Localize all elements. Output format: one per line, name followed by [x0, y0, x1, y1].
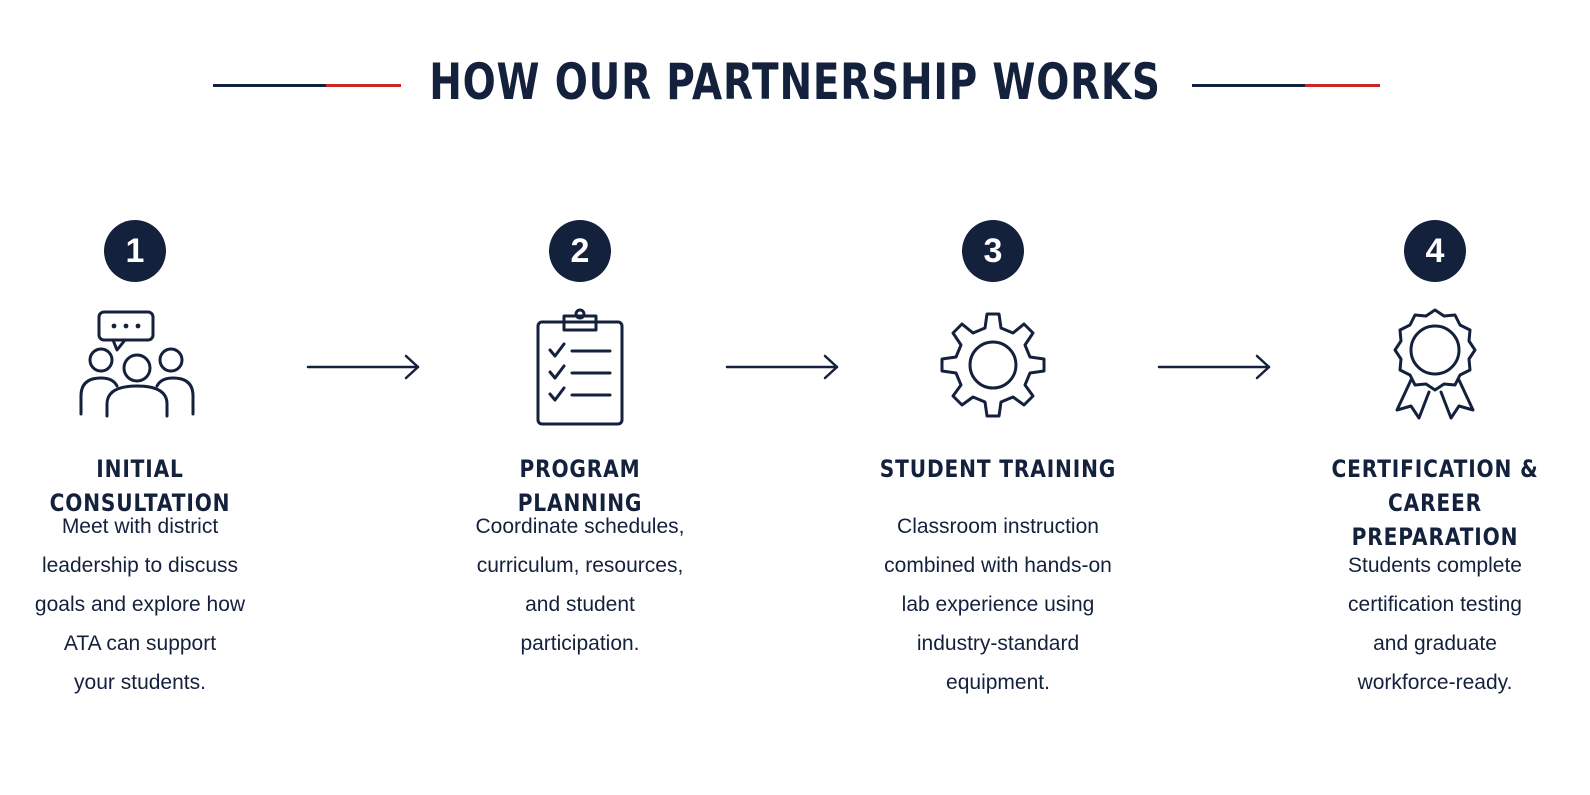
step-1-desc-line: leadership to discuss — [41, 554, 239, 577]
step-4-desc-line: and graduate — [1373, 632, 1497, 655]
step-4-desc-line: certification testing — [1348, 593, 1522, 616]
step-1-desc-line: Meet with district — [61, 515, 219, 538]
step-3-desc-line: equipment. — [946, 671, 1050, 694]
step-4-title-line: CERTIFICATION & — [1331, 455, 1539, 483]
step-4-title-line: CAREER PREPARATION — [1351, 489, 1519, 551]
award-ribbon-icon — [1375, 308, 1495, 428]
step-3-title: STUDENT TRAINING — [879, 455, 1117, 483]
step-1-desc-line: your students. — [74, 671, 206, 694]
step-3-desc-line: combined with hands-on — [884, 554, 1112, 577]
step-3-description: Classroom instruction combined with hand… — [858, 507, 1138, 702]
clipboard-checklist-icon — [520, 308, 640, 428]
arrow-right-icon — [725, 352, 841, 382]
step-1-desc-line: goals and explore how — [34, 593, 246, 616]
page-title: HOW OUR PARTNERSHIP WORKS — [429, 53, 1161, 111]
step-2-desc-line: participation. — [520, 632, 640, 655]
step-4-description: Students complete certification testing … — [1295, 546, 1575, 702]
step-3-number-badge: 3 — [962, 220, 1024, 282]
step-3-desc-line: industry-standard — [916, 632, 1080, 655]
gear-icon — [933, 308, 1053, 428]
step-2-desc-line: Coordinate schedules, — [475, 515, 685, 538]
step-1-title: INITIAL CONSULTATION — [49, 455, 231, 517]
step-2-desc-line: curriculum, resources, — [476, 554, 684, 577]
step-1-number-badge: 1 — [104, 220, 166, 282]
consultation-group-icon — [77, 308, 197, 428]
step-4-number-badge: 4 — [1404, 220, 1466, 282]
step-2-description: Coordinate schedules, curriculum, resour… — [440, 507, 720, 663]
step-1-desc-line: ATA can support — [63, 632, 217, 655]
step-3-desc-line: lab experience using — [901, 593, 1095, 616]
arrow-right-icon — [1157, 352, 1273, 382]
step-4-title: CERTIFICATION & CAREER PREPARATION — [1309, 452, 1561, 554]
step-1-description: Meet with district leadership to discuss… — [0, 507, 280, 702]
step-4-desc-line: workforce-ready. — [1357, 671, 1513, 694]
step-2-desc-line: and student — [525, 593, 635, 616]
arrow-right-icon — [306, 352, 422, 382]
title-rule-right — [1192, 84, 1380, 87]
title-rule-left — [213, 84, 401, 87]
step-4-desc-line: Students complete — [1348, 554, 1522, 577]
step-3-desc-line: Classroom instruction — [897, 515, 1099, 538]
step-2-number-badge: 2 — [549, 220, 611, 282]
step-2-title: PROGRAM PLANNING — [517, 455, 643, 517]
